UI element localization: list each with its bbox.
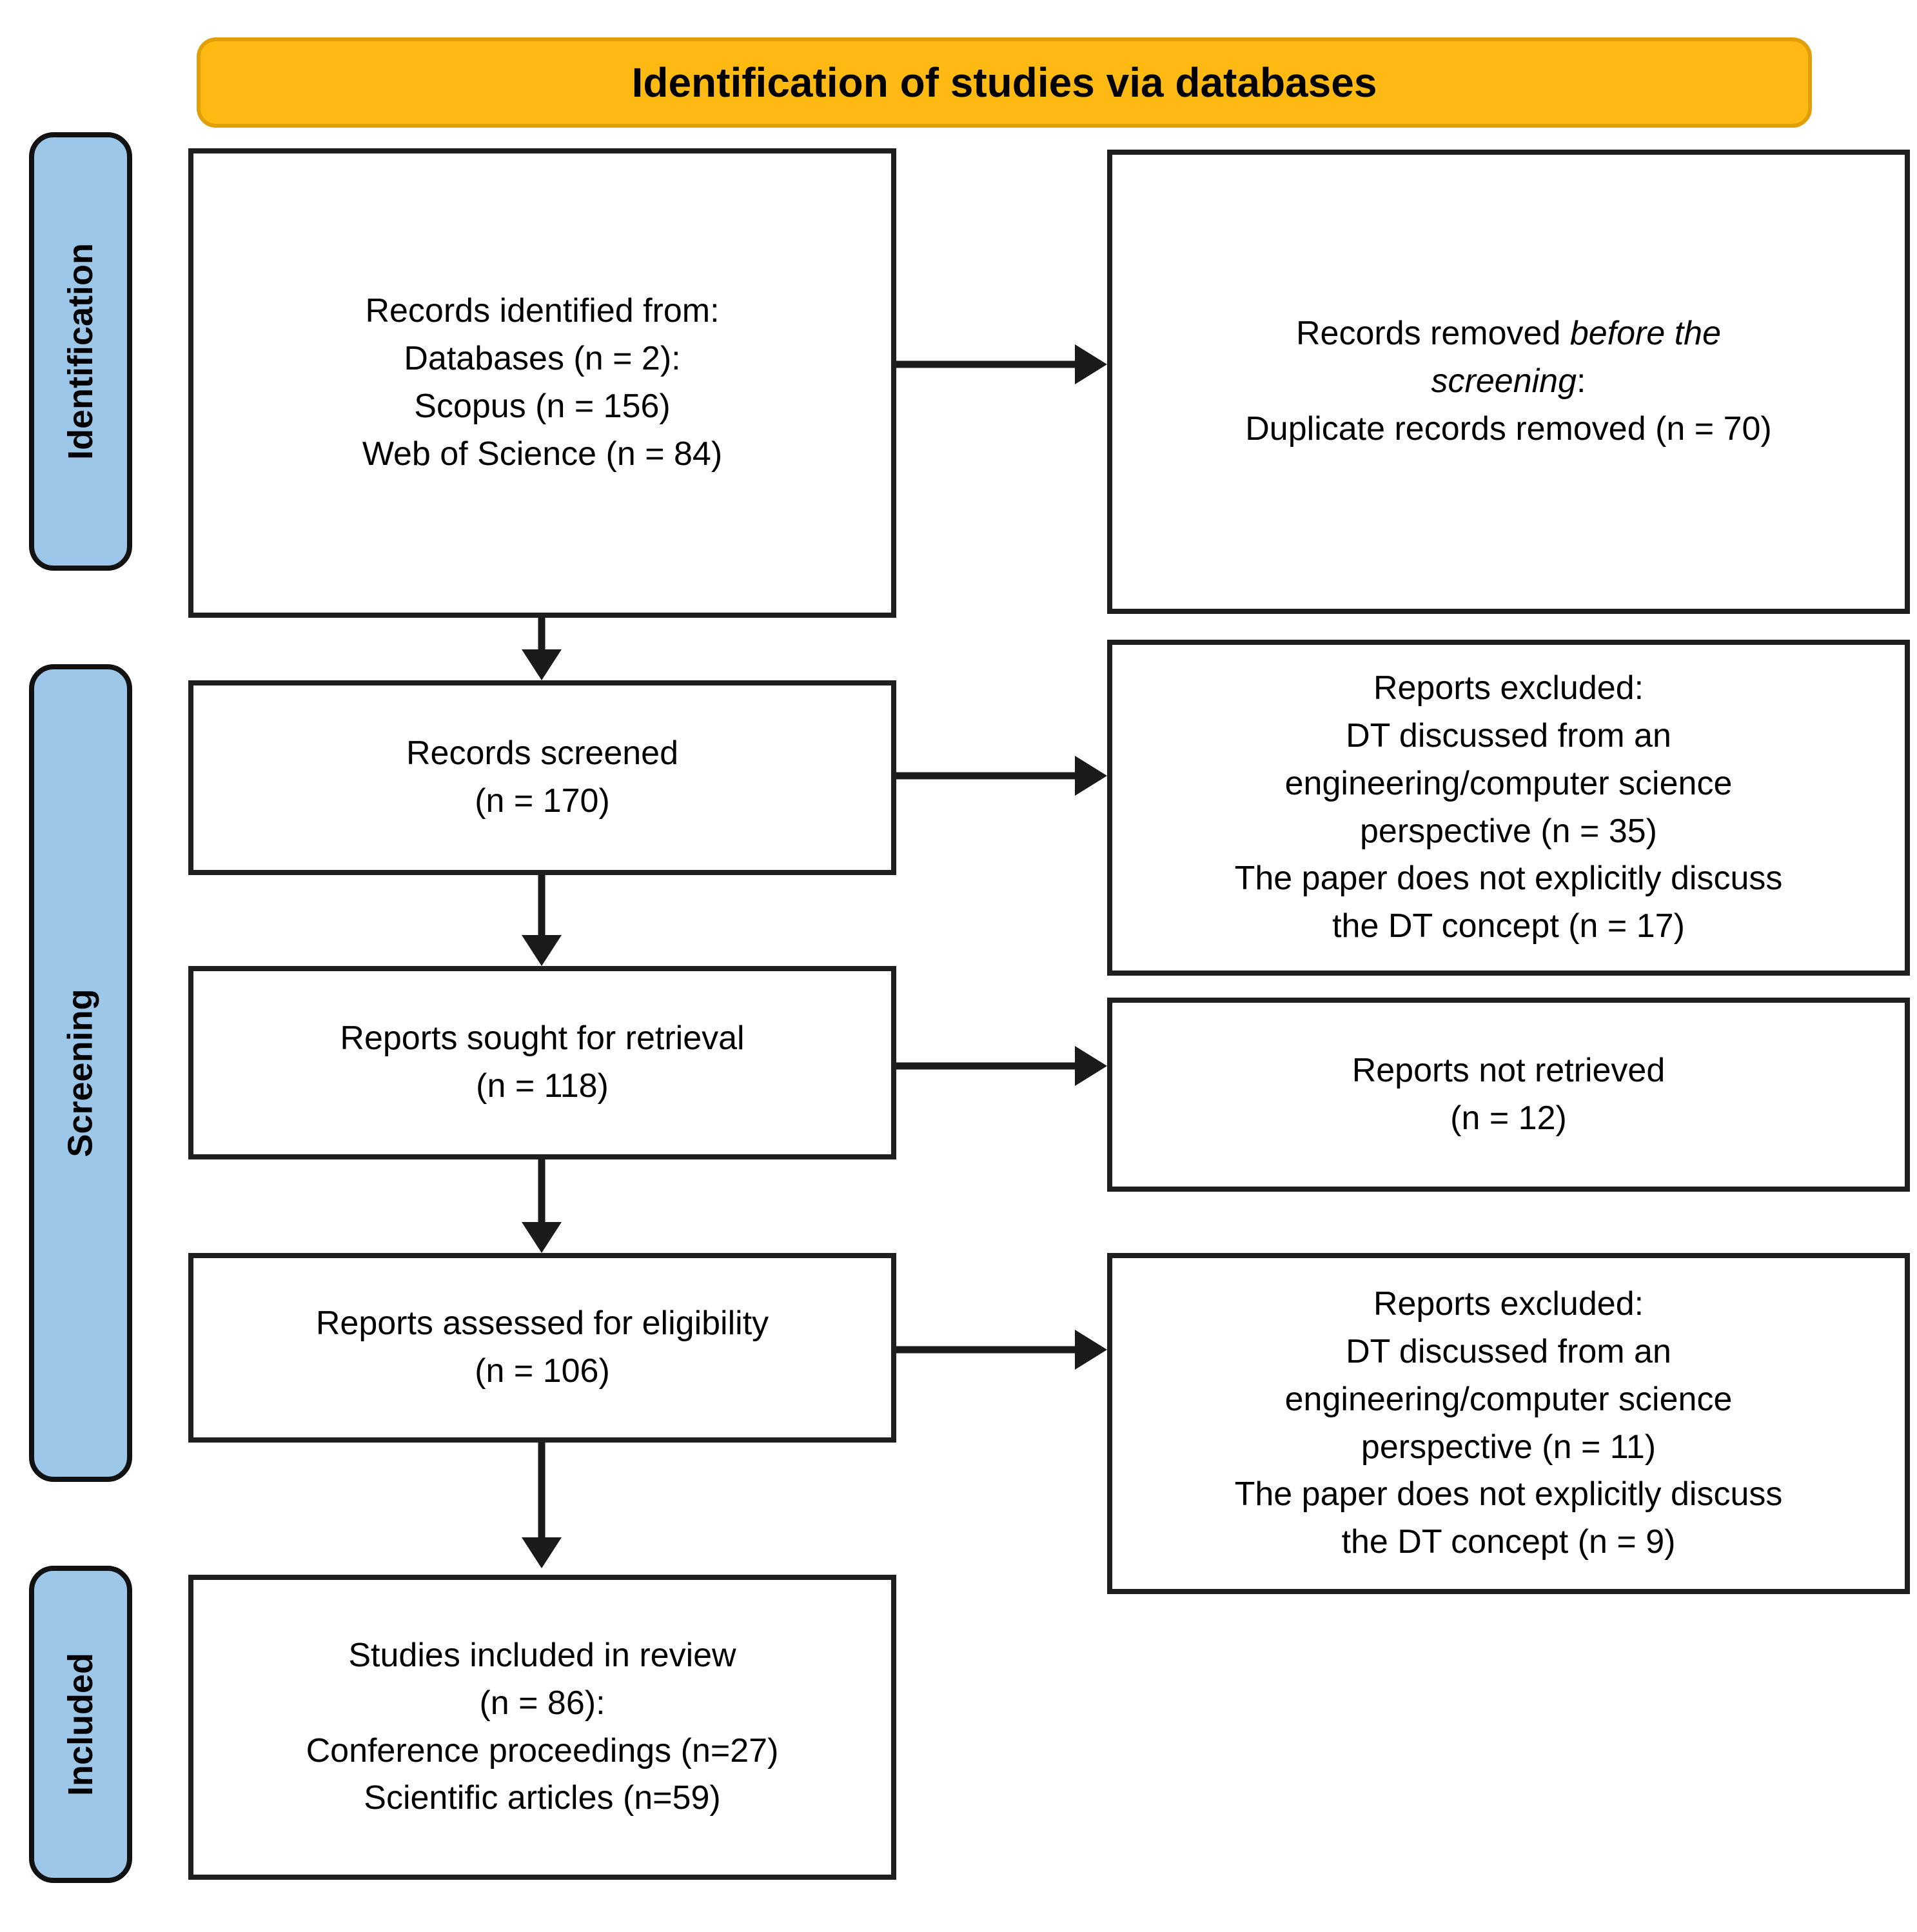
arrow-shaft: [538, 1443, 546, 1540]
records-identified-line: Scopus (n = 156): [414, 388, 671, 425]
right-arrow-identified-to-removed: [896, 342, 1107, 387]
down-arrow-sought-to-assessed: [519, 1159, 564, 1253]
arrow-head-icon: [1075, 756, 1107, 796]
reports-excluded-screening-line: the DT concept (n = 17): [1332, 907, 1685, 945]
stage-screening-label: Screening: [61, 989, 100, 1158]
reports-excluded-eligibility-line: perspective (n = 11): [1361, 1428, 1656, 1466]
studies-included-line: Studies included in review: [348, 1636, 736, 1674]
reports-excluded-screening-line: engineering/computer science: [1284, 764, 1733, 802]
arrow-head-icon: [522, 649, 562, 680]
reports-not-retrieved-line: (n = 12): [1450, 1099, 1567, 1137]
stage-identification-label: Identification: [61, 243, 100, 460]
stage-screening: Screening: [29, 664, 132, 1482]
reports-sought-line: Reports sought for retrieval: [340, 1020, 745, 1058]
arrow-shaft: [538, 618, 546, 652]
right-arrow-screened-to-excluded: [896, 753, 1107, 798]
box-reports-not-retrieved: Reports not retrieved (n = 12): [1107, 998, 1910, 1192]
down-arrow-assessed-to-included: [519, 1443, 564, 1568]
reports-not-retrieved-line: Reports not retrieved: [1352, 1051, 1666, 1089]
stage-identification: Identification: [29, 132, 132, 571]
studies-included-line: (n = 86):: [479, 1684, 605, 1722]
banner-label: Identification of studies via databases: [631, 59, 1377, 106]
reports-excluded-screening-line: perspective (n = 35): [1359, 812, 1658, 850]
records-screened-line: Records screened: [406, 734, 678, 773]
box-records-removed: Records removed before the screening: Du…: [1107, 150, 1910, 614]
arrow-shaft: [538, 875, 546, 938]
down-arrow-screened-to-sought: [519, 875, 564, 966]
reports-excluded-eligibility-line: the DT concept (n = 9): [1341, 1523, 1676, 1561]
records-removed-line: Duplicate records removed (n = 70): [1245, 409, 1772, 448]
banner-identification-via-databases: Identification of studies via databases: [197, 37, 1812, 128]
arrow-head-icon: [1075, 1330, 1107, 1370]
reports-excluded-screening-line: Reports excluded:: [1373, 669, 1644, 707]
records-identified-line: Databases (n = 2):: [404, 340, 681, 378]
box-reports-excluded-screening: Reports excluded: DT discussed from an e…: [1107, 640, 1910, 976]
records-removed-heading: Records removed before the screening:: [1219, 310, 1799, 406]
arrow-head-icon: [1075, 344, 1107, 384]
right-arrow-assessed-to-excluded: [896, 1327, 1107, 1372]
reports-excluded-eligibility-line: engineering/computer science: [1284, 1380, 1733, 1418]
box-records-identified: Records identified from: Databases (n = …: [188, 148, 896, 618]
box-studies-included: Studies included in review (n = 86): Con…: [188, 1575, 896, 1880]
box-records-screened: Records screened (n = 170): [188, 680, 896, 875]
reports-sought-line: (n = 118): [476, 1067, 609, 1105]
reports-assessed-line: (n = 106): [475, 1352, 610, 1390]
records-identified-line: Web of Science (n = 84): [362, 435, 723, 473]
down-arrow-identified-to-screened: [519, 618, 564, 680]
box-reports-sought: Reports sought for retrieval (n = 118): [188, 966, 896, 1159]
box-reports-assessed: Reports assessed for eligibility (n = 10…: [188, 1253, 896, 1443]
studies-included-line: Scientific articles (n=59): [364, 1779, 721, 1817]
records-removed-suffix: :: [1577, 362, 1586, 400]
arrow-shaft: [896, 1346, 1077, 1354]
studies-included-line: Conference proceedings (n=27): [306, 1731, 779, 1769]
arrow-head-icon: [1075, 1046, 1107, 1086]
reports-excluded-eligibility-line: The paper does not explicitly discuss: [1234, 1475, 1783, 1513]
box-reports-excluded-eligibility: Reports excluded: DT discussed from an e…: [1107, 1253, 1910, 1594]
arrow-shaft: [538, 1159, 546, 1225]
reports-excluded-eligibility-line: DT discussed from an: [1346, 1332, 1671, 1370]
reports-excluded-screening-line: The paper does not explicitly discuss: [1234, 860, 1783, 898]
arrow-shaft: [896, 772, 1077, 780]
arrow-head-icon: [522, 935, 562, 966]
arrow-head-icon: [522, 1537, 562, 1568]
records-removed-italic: before the screening: [1431, 315, 1722, 400]
reports-excluded-screening-line: DT discussed from an: [1346, 716, 1671, 754]
stage-included: Included: [29, 1566, 132, 1883]
reports-assessed-line: Reports assessed for eligibility: [315, 1305, 769, 1343]
arrow-shaft: [896, 1062, 1077, 1070]
records-removed-prefix: Records removed: [1295, 315, 1570, 353]
records-screened-line: (n = 170): [475, 782, 610, 820]
arrow-shaft: [896, 360, 1077, 368]
reports-excluded-eligibility-line: Reports excluded:: [1373, 1285, 1644, 1323]
records-identified-line: Records identified from:: [365, 292, 720, 330]
right-arrow-sought-to-not-retrieved: [896, 1043, 1107, 1089]
stage-included-label: Included: [61, 1652, 101, 1797]
arrow-head-icon: [522, 1222, 562, 1253]
